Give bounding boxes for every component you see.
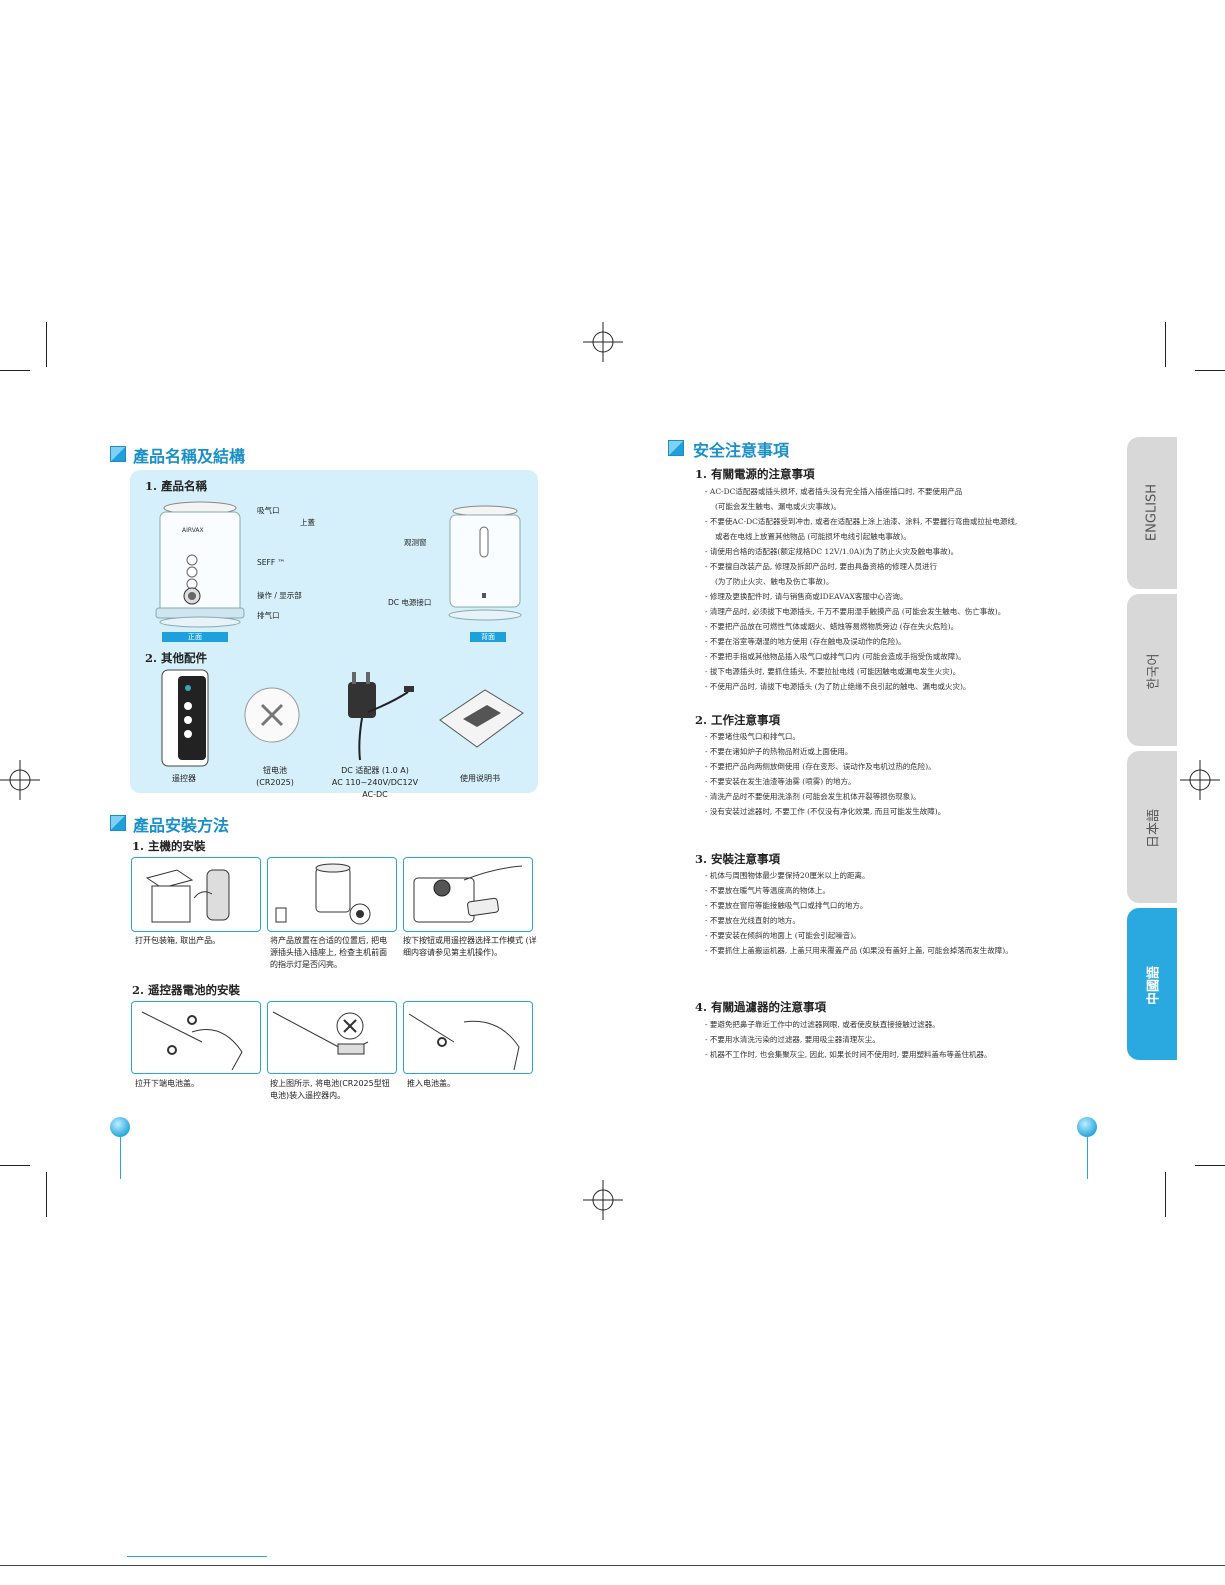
list-item: 不要安装在发生油渣等油雾 (喷雾) 的地方。 xyxy=(705,774,945,789)
caption-remote: 遥控器 xyxy=(172,774,196,783)
section-title-names: 產品名稱及結構 xyxy=(133,447,246,466)
list-item: 修理及更换配件时, 请与销售商或IDEAVAX客服中心咨询。 xyxy=(705,589,1017,604)
remote-illustration xyxy=(161,669,209,767)
purifier-back-illustration xyxy=(448,505,522,621)
list-item: (为了防止火灾、触电及伤亡事故)。 xyxy=(715,577,834,586)
label-viewer: 观测窗 xyxy=(404,538,427,547)
purifier-front-illustration: AIRVAX xyxy=(155,501,245,628)
install-step-3-image xyxy=(403,857,533,932)
label-top-cover: 上蓋 xyxy=(300,518,315,527)
list-item: 不要擅自改装产品, 修理及拆卸产品时, 要由具备资格的修理人员进行 xyxy=(705,559,1017,574)
list-item: 不要使AC-DC适配器受到冲击, 或者在适配器上涂上油漆、涂料, 不要握行弯曲或… xyxy=(705,514,1017,529)
list-item: 不要在诸如炉子的热物品附近或上面使用。 xyxy=(705,744,945,759)
battery-step-3-text: 推入电池盖。 xyxy=(407,1079,455,1088)
label-back: 背面 xyxy=(470,632,506,642)
list-item: 或者在电线上放置其他物品 (可能损坏电线引起触电事故)。 xyxy=(715,532,911,541)
list-item: 请使用合格的适配器(额定规格DC 12V/1.0A)(为了防止火灾及触电事故)。 xyxy=(705,544,1017,559)
list-item: 不要抓住上盖搬运机器, 上盖只用来覆盖产品 (如果没有盖好上盖, 可能会掉落而发… xyxy=(705,943,1013,958)
page-marker-left xyxy=(110,1117,130,1137)
tab-japanese[interactable]: 日本語 xyxy=(1127,751,1177,903)
battery-step-3-image xyxy=(403,1001,533,1074)
registration-mark-bottom xyxy=(583,1180,623,1220)
install-step-1-text: 打开包装箱, 取出产品。 xyxy=(135,936,221,945)
safety-list-installation: 机体与周围物体最少要保持20厘米以上的距离。 不要放在暖气片等温度高的物体上。 … xyxy=(705,868,1013,958)
list-item: (可能会发生触电、漏电或火灾事故)。 xyxy=(715,502,841,511)
list-item: 不要放在窗帘等能接触吸气口或排气口的地方。 xyxy=(705,898,1013,913)
label-dc-port: DC 电源接口 xyxy=(388,598,432,607)
caption-manual: 使用说明书 xyxy=(460,774,500,783)
safety-heading-operation: 2. 工作注意事項 xyxy=(695,713,781,727)
label-intake: 吸气口 xyxy=(257,506,280,515)
install-step-1-image xyxy=(131,857,261,932)
safety-heading-filter: 4. 有關過濾器的注意事項 xyxy=(695,1000,827,1014)
list-item: 清洗产品时不要使用洗涤剂 (可能会发生机体开裂等损伤现象)。 xyxy=(705,789,945,804)
list-item: 机器不工作时, 也会集聚灰尘, 因此, 如果长时间不使用时, 要用塑料盖布等盖住… xyxy=(705,1047,992,1062)
list-item: 机体与周围物体最少要保持20厘米以上的距离。 xyxy=(705,868,1013,883)
safety-heading-power: 1. 有關電源的注意事項 xyxy=(695,467,815,481)
list-item: 不使用产品时, 请拔下电源插头 (为了防止绝缘不良引起的触电、漏电或火灾)。 xyxy=(705,679,1017,694)
safety-heading-installation: 3. 安裝注意事項 xyxy=(695,852,781,866)
list-item: 不要放在光线直射的地方。 xyxy=(705,913,1013,928)
safety-list-operation: 不要堵住吸气口和排气口。 不要在诸如炉子的热物品附近或上面使用。 不要把产品向两… xyxy=(705,729,945,819)
list-item: 不要安装在倾斜的地面上 (可能会引起噪音)。 xyxy=(705,928,1013,943)
page-marker-right xyxy=(1077,1117,1097,1137)
list-item: 要避免把鼻子靠近工作中的过滤器网眼, 或者使皮肤直接接触过滤器。 xyxy=(705,1017,992,1032)
list-item: 不要放在暖气片等温度高的物体上。 xyxy=(705,883,1013,898)
subheading-main-install: 1. 主機的安裝 xyxy=(132,839,206,853)
caption-battery: 钮电池 (CR2025) xyxy=(256,766,294,787)
battery-step-1-image xyxy=(131,1001,261,1074)
subheading-product-name: 1. 產品名稱 xyxy=(145,479,208,493)
battery-step-2-text: 按上图所示, 将电池(CR2025型钮电池)装入遥控器内。 xyxy=(270,1079,390,1100)
tab-chinese[interactable]: 中國語 xyxy=(1127,908,1177,1060)
label-exhaust: 排气口 xyxy=(257,611,280,620)
label-front: 正面 xyxy=(162,632,228,642)
registration-mark-right xyxy=(1180,760,1220,800)
install-step-2-image xyxy=(267,857,397,932)
registration-mark-left xyxy=(0,760,40,800)
label-seff: SEFF ™ xyxy=(257,558,286,567)
section-title-install: 產品安裝方法 xyxy=(133,816,230,835)
install-step-2-text: 将产品放置在合适的位置后, 把电源插头插入插座上, 检查主机前面的指示灯是否闪亮… xyxy=(270,936,388,969)
list-item: 清理产品时, 必须拔下电源插头, 千万不要用湿手触摸产品 (可能会发生触电、伤亡… xyxy=(705,604,1017,619)
list-item: 没有安装过滤器时, 不要工作 (不仅没有净化效果, 而且可能发生故障)。 xyxy=(705,804,945,819)
list-item: 不要在浴室等潮湿的地方使用 (存在触电及误动作的危险)。 xyxy=(705,634,1017,649)
section-marker xyxy=(668,440,684,456)
subheading-battery-install: 2. 遥控器電池的安裝 xyxy=(132,983,241,997)
battery-step-2-image xyxy=(267,1001,397,1074)
bottom-accent-line xyxy=(127,1556,267,1557)
manual-illustration xyxy=(439,689,524,748)
page-marker-line-right xyxy=(1087,1137,1088,1179)
list-item: AC-DC适配器或插头损坏, 或者插头没有完全插入插座插口时, 不要使用产品 xyxy=(705,484,1017,499)
section-marker xyxy=(110,446,126,462)
battery-illustration xyxy=(244,687,300,743)
safety-list-power: AC-DC适配器或插头损坏, 或者插头没有完全插入插座插口时, 不要使用产品 (… xyxy=(705,484,1017,694)
tab-korean[interactable]: 한국어 xyxy=(1127,594,1177,746)
list-item: 不要用水清洗污染的过滤器, 要用吸尘器清理灰尘。 xyxy=(705,1032,992,1047)
svg-text:AIRVAX: AIRVAX xyxy=(182,527,204,534)
tab-english[interactable]: ENGLISH xyxy=(1127,437,1177,589)
list-item: 不要把产品向两侧放倒使用 (存在变形、误动作及电机过热的危险)。 xyxy=(705,759,945,774)
page-marker-line-left xyxy=(120,1137,121,1179)
subheading-accessories: 2. 其他配件 xyxy=(145,651,208,665)
registration-mark-top xyxy=(583,322,623,362)
section-marker xyxy=(110,815,126,831)
label-control: 操作 / 显示部 xyxy=(257,591,302,600)
install-step-3-text: 按下按钮或用遥控器选择工作模式 (详细内容请参见第主机操作)。 xyxy=(403,936,537,957)
adapter-illustration xyxy=(348,672,414,761)
list-item: 不要把手指或其他物品插入吸气口或排气口内 (可能会造成手指受伤或故障)。 xyxy=(705,649,1017,664)
list-item: 不要把产品放在可燃性气体或烟火、蜡烛等易燃物质旁边 (存在失火危险)。 xyxy=(705,619,1017,634)
caption-adapter: DC 适配器 (1.0 A) AC 110~240V/DC12V AC-DC xyxy=(331,766,419,799)
list-item: 不要堵住吸气口和排气口。 xyxy=(705,729,945,744)
battery-step-1-text: 拉开下端电池盖。 xyxy=(135,1079,199,1088)
section-title-safety: 安全注意事項 xyxy=(693,441,790,460)
list-item: 拔下电源插头时, 要抓住插头, 不要拉扯电线 (可能因触电或漏电发生火灾)。 xyxy=(705,664,1017,679)
safety-list-filter: 要避免把鼻子靠近工作中的过滤器网眼, 或者使皮肤直接接触过滤器。 不要用水清洗污… xyxy=(705,1017,992,1062)
